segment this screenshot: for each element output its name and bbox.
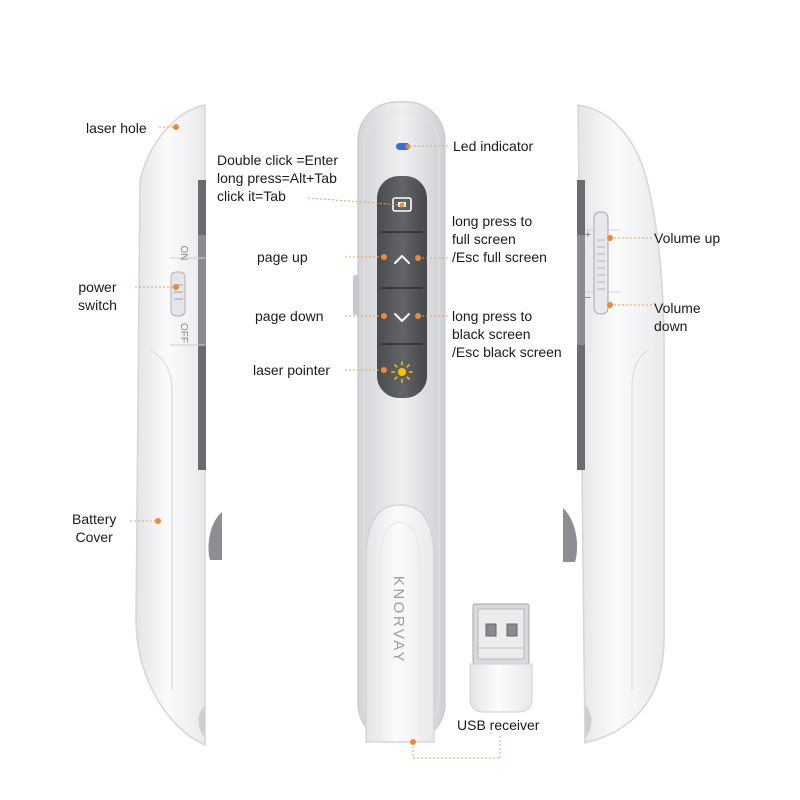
- label-usb-receiver: USB receiver: [457, 717, 540, 733]
- label-volume-up: Volume up: [654, 230, 721, 246]
- label-laser-pointer: laser pointer: [253, 362, 331, 378]
- volume-rocker[interactable]: [593, 211, 609, 315]
- right-side-view: + −: [563, 104, 665, 744]
- front-view: KNORVAY: [353, 101, 446, 743]
- label-laser-hole: laser hole: [86, 120, 147, 136]
- label-volume-down: Volume down: [654, 300, 701, 334]
- laser-sun-icon: [391, 361, 413, 383]
- usb-receiver: [469, 603, 533, 713]
- label-led-indicator: Led indicator: [453, 138, 534, 154]
- pocket-clip: KNORVAY: [365, 504, 435, 743]
- label-power-switch: power switch: [78, 279, 117, 313]
- volume-minus-mark: −: [585, 292, 591, 304]
- label-page-down: page down: [255, 308, 324, 324]
- label-black-screen: long press to black screen /Esc black sc…: [452, 308, 562, 360]
- chevron-up-icon: [394, 255, 410, 264]
- switch-off-mark: OFF: [178, 323, 189, 343]
- brand-logo: KNORVAY: [390, 576, 407, 664]
- page-up-button[interactable]: [377, 232, 427, 288]
- label-full-screen: long press to full screen /Esc full scre…: [452, 213, 547, 265]
- left-side-view: ON OFF: [135, 104, 222, 747]
- volume-plus-mark: +: [585, 229, 591, 241]
- label-page-up: page up: [257, 249, 308, 265]
- label-double-click: Double click =Enter long press=Alt+Tab c…: [217, 152, 339, 204]
- clip-edge: [208, 512, 222, 560]
- page-down-button[interactable]: [377, 288, 427, 344]
- chevron-down-icon: [394, 313, 410, 322]
- power-switch[interactable]: [170, 271, 186, 317]
- callout-dots: [155, 124, 613, 745]
- laser-pointer-button[interactable]: [377, 344, 427, 398]
- label-battery-cover: Battery Cover: [72, 511, 117, 545]
- leader-lines: [130, 126, 652, 759]
- switch-on-mark: ON: [178, 246, 189, 261]
